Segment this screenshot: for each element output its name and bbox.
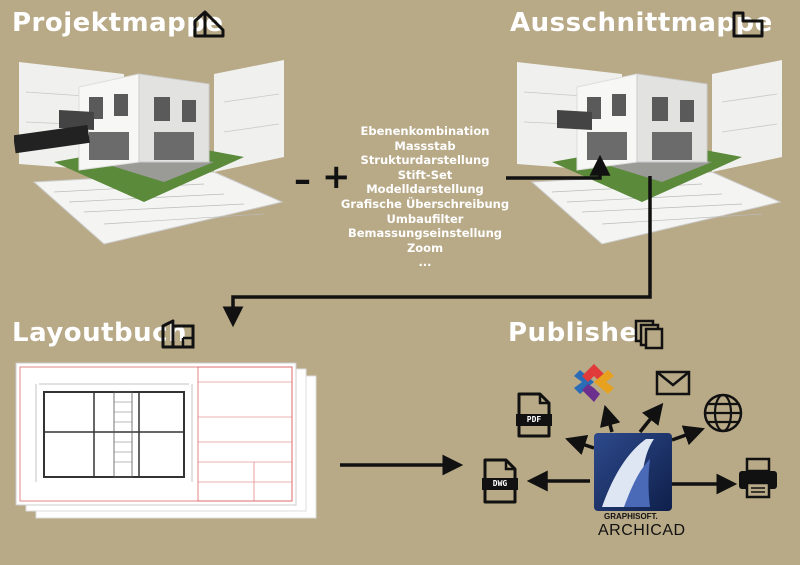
heading-projektmappe: Projektmappe <box>12 8 224 38</box>
view-model-picture <box>517 60 782 245</box>
arrow-to-ifc <box>600 404 621 433</box>
dwg-label: DWG <box>492 479 508 488</box>
envelope-icon <box>655 370 691 396</box>
brand-vendor: GRAPHISOFT. <box>604 512 658 521</box>
setting-item: Bemassungseinstellung <box>347 226 502 241</box>
setting-item: Strukturdarstellung <box>360 153 490 168</box>
setting-item: ... <box>418 255 432 270</box>
setting-item: Massstab <box>394 138 456 153</box>
arrow-view-to-layout <box>222 176 652 328</box>
minus-sign: – <box>294 160 311 200</box>
setting-item: Ebenenkombination <box>360 124 490 138</box>
archicad-logo-icon <box>594 433 672 511</box>
pdf-file-icon: PDF <box>516 392 552 438</box>
setting-item: Umbaufilter <box>386 211 464 226</box>
brand-product: ARCHICAD <box>598 522 686 539</box>
setting-item: Stift-Set <box>397 167 453 182</box>
house-section-icon <box>732 11 764 38</box>
dwg-file-icon: DWG <box>482 458 518 504</box>
setting-item: Zoom <box>406 240 444 255</box>
plus-sign: + <box>322 157 351 197</box>
arrow-settings-to-view <box>506 154 611 180</box>
pdf-label: PDF <box>526 415 542 424</box>
heading-ausschnittmappe: Ausschnittmappe <box>510 8 773 38</box>
layout-sheet-icon <box>161 319 195 349</box>
arrow-to-web <box>671 425 705 446</box>
house-outline-icon <box>193 10 225 38</box>
printer-icon <box>739 457 777 499</box>
stacked-pages-icon <box>634 319 664 350</box>
project-model-picture <box>14 60 284 245</box>
heading-layoutbuch: Layoutbuch <box>12 318 188 348</box>
ifc-logo-icon <box>574 364 614 402</box>
layout-sheets-picture <box>15 362 317 519</box>
globe-icon <box>703 393 743 433</box>
setting-item: Grafische Überschreibung <box>340 196 510 211</box>
setting-item: Modelldarstellung <box>366 182 484 197</box>
arrow-to-pdf <box>565 435 595 455</box>
view-settings-list: Ebenenkombination Massstab Strukturdarst… <box>340 124 510 270</box>
heading-publisher: Publisher <box>508 318 651 348</box>
arrow-to-email <box>638 402 664 434</box>
